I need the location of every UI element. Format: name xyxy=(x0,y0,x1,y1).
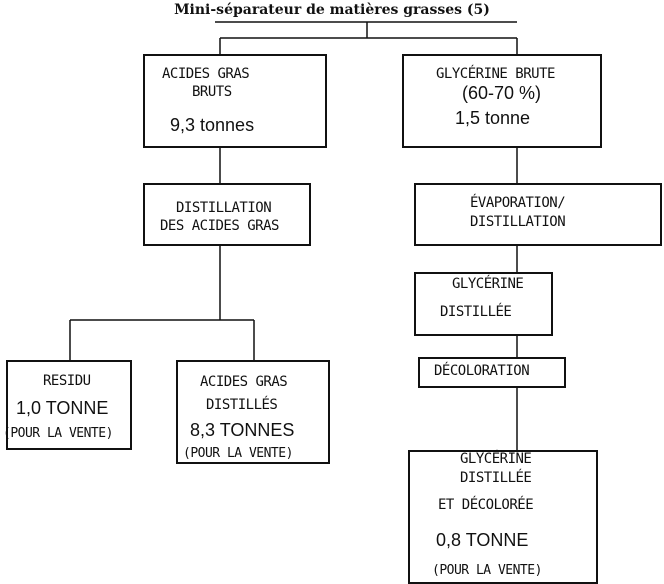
decoloration-label: DÉCOLORATION xyxy=(434,363,530,379)
glycerine-brute-amount: 1,5 tonne xyxy=(455,108,531,128)
acides-gras-bruts-amount: 9,3 tonnes xyxy=(170,115,255,135)
residu-box xyxy=(6,360,132,450)
evaporation-label-2: DISTILLATION xyxy=(470,214,566,230)
residu-note: (POUR LA VENTE) xyxy=(3,426,113,441)
glycerine-finale-amount: 0,8 TONNE xyxy=(436,530,529,550)
residu-amount: 1,0 TONNE xyxy=(16,398,109,418)
acides-gras-bruts-label-2: BRUTS xyxy=(192,84,232,100)
glycerine-distillee-label-2: DISTILLÉE xyxy=(440,304,512,320)
decoloration-box xyxy=(418,357,566,388)
glycerine-finale-label: GLYCÉRINE xyxy=(460,451,532,467)
evaporation-box xyxy=(414,183,662,246)
acides-gras-distilles-amount: 8,3 TONNES xyxy=(190,420,295,440)
acides-gras-distilles-label-2: DISTILLÉS xyxy=(206,397,278,413)
glycerine-distillee-label: GLYCÉRINE xyxy=(452,276,524,292)
glycerine-brute-label: GLYCÉRINE BRUTE xyxy=(436,66,555,82)
glycerine-brute-percent: (60-70 %) xyxy=(462,83,542,103)
distillation-acides-label-2: DES ACIDES GRAS xyxy=(160,218,279,234)
acides-gras-bruts-box xyxy=(143,54,327,148)
glycerine-distillee-box xyxy=(414,272,553,336)
glycerine-finale-label-2: DISTILLÉE xyxy=(460,470,532,486)
glycerine-finale-label-3: ET DÉCOLORÉE xyxy=(438,497,534,513)
evaporation-label: ÉVAPORATION/ xyxy=(470,195,566,211)
residu-label: RESIDU xyxy=(43,373,91,389)
acides-gras-bruts-label: ACIDES GRAS xyxy=(162,66,250,82)
glycerine-brute-box xyxy=(402,54,602,148)
acides-gras-distilles-note: (POUR LA VENTE) xyxy=(183,446,293,461)
distillation-acides-label: DISTILLATION xyxy=(176,200,272,216)
glycerine-finale-note: (POUR LA VENTE) xyxy=(432,563,542,578)
diagram-title: Mini-séparateur de matières grasses (5) xyxy=(174,2,490,18)
acides-gras-distilles-label: ACIDES GRAS xyxy=(200,374,288,390)
acides-gras-distilles-box xyxy=(176,360,330,464)
distillation-acides-box xyxy=(143,183,311,246)
